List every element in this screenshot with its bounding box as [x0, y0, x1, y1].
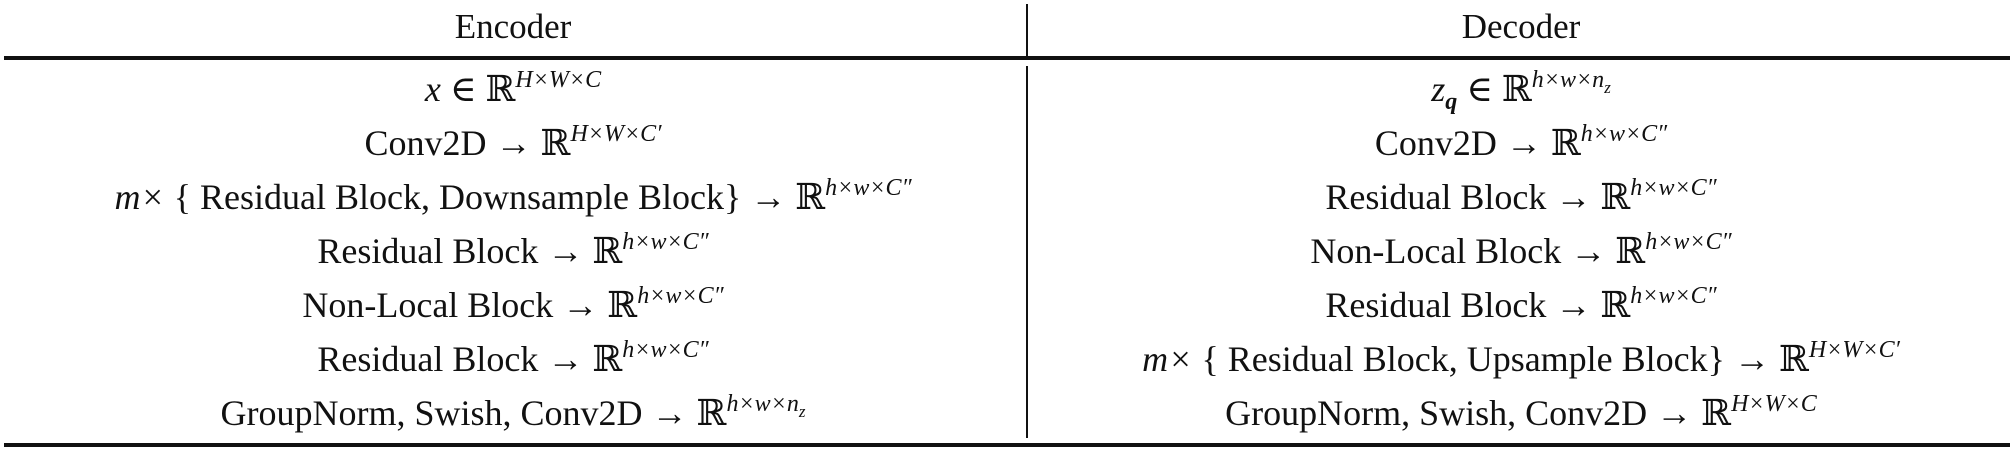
header-column-divider — [1026, 4, 1028, 56]
row-label: Residual Block — [1325, 285, 1547, 325]
row-label: GroupNorm, Swish, Conv2D — [1225, 393, 1648, 433]
row-label: Conv2D — [1374, 123, 1497, 163]
table-row: m× { Residual Block, Upsample Block} → ℝ… — [1028, 332, 2014, 386]
row-dimension: h×w×C″ — [1580, 121, 1668, 147]
row-operator: → — [547, 339, 584, 379]
row-space-symbol: ℝ — [607, 285, 638, 326]
row-label: { Residual Block, Upsample Block} — [1201, 339, 1725, 379]
row-dimension: h×w×C″ — [825, 175, 912, 201]
table-row: Conv2D → ℝH×W×C′ — [0, 116, 1026, 170]
table-row: x ∈ ℝH×W×C — [0, 62, 1026, 116]
row-dimension: H×W×C — [515, 67, 602, 93]
row-space-symbol: ℝ — [485, 69, 516, 110]
row-operator: → — [1555, 285, 1592, 325]
row-space-symbol: ℝ — [1701, 393, 1732, 434]
row-dimension: h×w×C″ — [1645, 229, 1732, 255]
row-space-symbol: ℝ — [1600, 177, 1631, 218]
row-label: Residual Block — [317, 231, 539, 271]
body-column-divider — [1026, 66, 1028, 438]
row-space-symbol: ℝ — [795, 177, 826, 218]
row-space-symbol: ℝ — [1550, 123, 1581, 164]
table-row: Residual Block → ℝh×w×C″ — [0, 332, 1026, 386]
row-dimension: h×w×nz — [726, 391, 806, 421]
row-label: Non-Local Block — [302, 285, 554, 325]
row-operator: → — [495, 123, 532, 163]
table-row: GroupNorm, Swish, Conv2D → ℝH×W×C — [1028, 386, 2014, 440]
row-space-symbol: ℝ — [696, 393, 727, 434]
row-operator: → — [1555, 177, 1592, 217]
table-row: Residual Block → ℝh×w×C″ — [1028, 170, 2014, 224]
row-space-symbol: ℝ — [592, 231, 623, 272]
row-space-symbol: ℝ — [540, 123, 571, 164]
row-operator: ∈ — [449, 69, 477, 109]
row-dimension: h×w×C″ — [622, 229, 709, 255]
table-row: zq ∈ ℝh×w×nz — [1028, 62, 2014, 116]
row-operator: → — [750, 177, 787, 217]
row-operator: → — [1733, 339, 1770, 379]
table-bottom-rule — [4, 443, 2010, 447]
row-dimension: h×w×C″ — [637, 283, 724, 309]
table-row: Non-Local Block → ℝh×w×C″ — [1028, 224, 2014, 278]
table-row: Non-Local Block → ℝh×w×C″ — [0, 278, 1026, 332]
row-space-symbol: ℝ — [1778, 339, 1809, 380]
row-label: Residual Block — [1325, 177, 1547, 217]
row-label: { Residual Block, Downsample Block} — [173, 177, 742, 217]
row-dimension: H×W×C′ — [570, 121, 662, 147]
table-row: Residual Block → ℝh×w×C″ — [0, 224, 1026, 278]
row-dimension: H×W×C′ — [1808, 337, 1900, 363]
row-label: GroupNorm, Swish, Conv2D — [220, 393, 643, 433]
row-label: Non-Local Block — [1310, 231, 1562, 271]
table-top-rule — [4, 56, 2010, 60]
encoder-header: Encoder — [454, 7, 572, 46]
table-row: GroupNorm, Swish, Conv2D → ℝh×w×nz — [0, 386, 1026, 440]
row-space-symbol: ℝ — [1501, 69, 1532, 110]
row-space-symbol: ℝ — [592, 339, 623, 380]
row-space-symbol: ℝ — [1600, 285, 1631, 326]
row-operator: → — [562, 285, 599, 325]
row-math-prefix: zq — [1431, 69, 1458, 115]
row-operator: → — [1656, 393, 1693, 433]
row-math-prefix: m× — [1142, 339, 1193, 379]
row-operator: → — [1505, 123, 1542, 163]
table-row: Conv2D → ℝh×w×C″ — [1028, 116, 2014, 170]
decoder-header: Decoder — [1461, 7, 1581, 46]
row-math-prefix: x — [424, 69, 441, 109]
row-dimension: h×w×C″ — [1630, 175, 1717, 201]
row-operator: ∈ — [1466, 69, 1493, 109]
row-dimension: h×w×C″ — [1630, 283, 1717, 309]
row-dimension: H×W×C — [1731, 391, 1817, 417]
table-row: Residual Block → ℝh×w×C″ — [1028, 278, 2014, 332]
row-operator: → — [547, 231, 584, 271]
table-row: m× { Residual Block, Downsample Block} →… — [0, 170, 1026, 224]
row-dimension: h×w×nz — [1531, 67, 1611, 97]
row-math-prefix: m× — [114, 177, 165, 217]
row-operator: → — [651, 393, 688, 433]
row-dimension: h×w×C″ — [622, 337, 709, 363]
row-label: Residual Block — [317, 339, 539, 379]
row-label: Conv2D — [364, 123, 487, 163]
row-space-symbol: ℝ — [1615, 231, 1646, 272]
row-operator: → — [1570, 231, 1607, 271]
